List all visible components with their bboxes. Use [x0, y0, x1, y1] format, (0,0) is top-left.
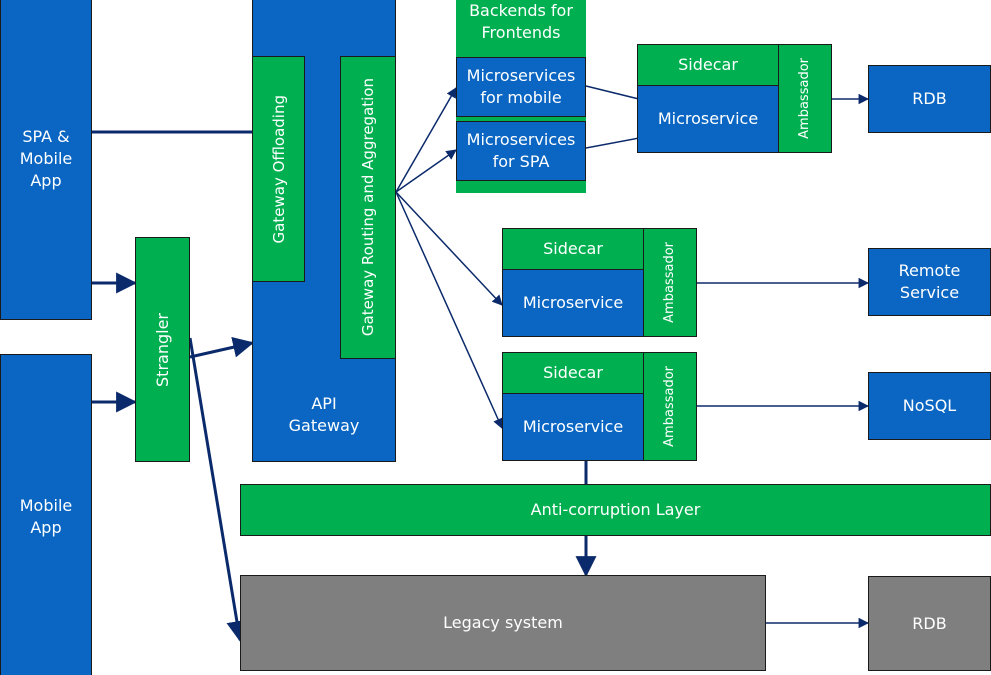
- arrow-routing-to-service-2: [395, 191, 503, 306]
- strangler-box: Strangler: [135, 237, 190, 462]
- arrow-routing-to-service-3: [395, 191, 503, 429]
- rdb-box-1: RDB: [868, 65, 991, 133]
- ambassador-box-2: Ambassador: [643, 228, 697, 337]
- gateway-routing-label: Gateway Routing and Aggregation: [359, 78, 377, 337]
- sidecar-box-3: Sidecar: [502, 352, 644, 394]
- sidecar-box-2: Sidecar: [502, 228, 644, 270]
- microservice-box-1: Microservice: [637, 85, 779, 153]
- microservices-for-mobile-box: Microservices for mobile: [456, 57, 586, 117]
- arrow-routing-to-ms-spa: [395, 149, 457, 193]
- mobile-app-box: Mobile App: [0, 354, 92, 675]
- ambassador-label-1: Ambassador: [797, 58, 812, 139]
- remote-service-box: Remote Service: [868, 248, 991, 316]
- anti-corruption-layer-box: Anti-corruption Layer: [240, 484, 991, 536]
- nosql-box: NoSQL: [868, 372, 991, 440]
- api-gateway-label: API Gateway: [288, 394, 360, 435]
- spa-mobile-app-box: SPA & Mobile App: [0, 0, 92, 320]
- legacy-rdb-box: RDB: [868, 576, 991, 671]
- microservice-box-2: Microservice: [502, 269, 644, 337]
- microservices-for-spa-box: Microservices for SPA: [456, 121, 586, 181]
- legacy-system-box: Legacy system: [240, 575, 766, 671]
- ambassador-label-2: Ambassador: [662, 242, 677, 323]
- gateway-offloading-label: Gateway Offloading: [269, 94, 288, 244]
- arrow-strangler-to-legacy: [188, 337, 248, 643]
- microservice-box-3: Microservice: [502, 393, 644, 461]
- bff-title: Backends for Frontends: [469, 1, 573, 42]
- gateway-routing-box: Gateway Routing and Aggregation: [340, 56, 396, 359]
- sidecar-box-1: Sidecar: [637, 44, 779, 86]
- arrow-strangler-to-gateway: [189, 336, 255, 359]
- ambassador-box-1: Ambassador: [778, 44, 832, 153]
- gateway-offloading-box: Gateway Offloading: [252, 56, 305, 282]
- strangler-label: Strangler: [152, 312, 172, 387]
- arrow-routing-to-ms-mobile: [395, 87, 457, 193]
- ambassador-label-3: Ambassador: [662, 366, 677, 447]
- ambassador-box-3: Ambassador: [643, 352, 697, 461]
